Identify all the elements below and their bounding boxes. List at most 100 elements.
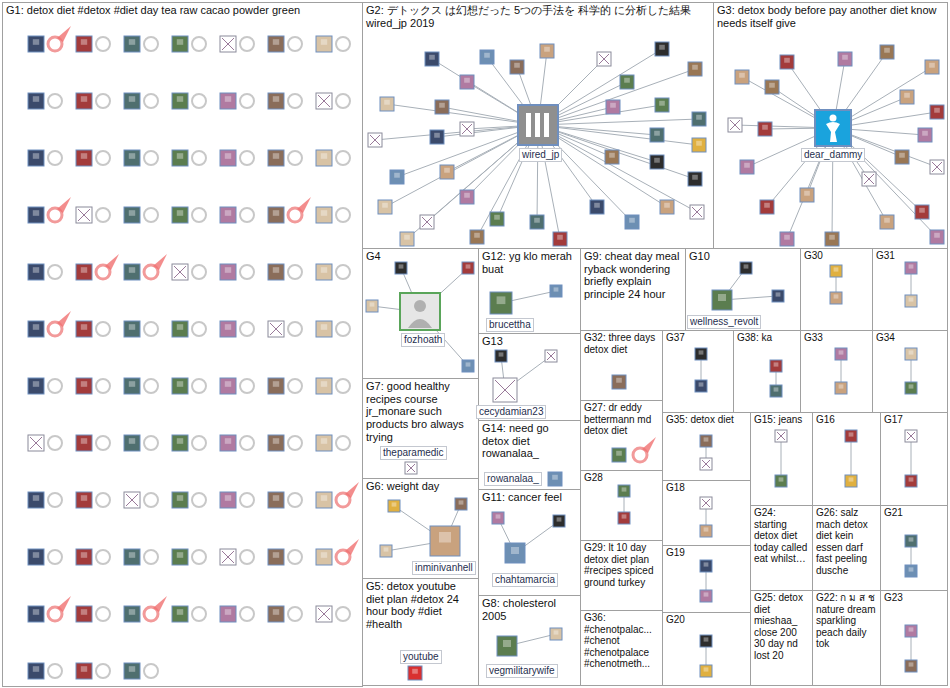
avatar-frame [620, 75, 634, 89]
avatar-face [33, 39, 39, 45]
avatar-face [177, 495, 183, 501]
avatar-frame [495, 350, 507, 362]
avatar-frame [268, 264, 284, 280]
self-loop [192, 436, 206, 450]
group-heading: G14: need go detox diet rowanalaa_ [479, 421, 580, 461]
avatar-frame [695, 348, 707, 360]
avatar-image [76, 549, 92, 565]
avatar-image [490, 212, 504, 226]
group-box: G36: #chenotpalac... #chenot #chenotpala… [580, 610, 663, 686]
avatar-face [654, 158, 660, 163]
avatar-image [590, 200, 604, 214]
avatar-frame [905, 430, 917, 442]
group-heading: G21 [881, 506, 947, 520]
self-loop [192, 379, 206, 393]
avatar-cross [222, 551, 234, 563]
avatar-frame [606, 100, 620, 114]
avatar-face [321, 267, 327, 273]
avatar-image [838, 52, 852, 66]
avatar-image [618, 485, 630, 497]
avatar-image [268, 321, 284, 337]
avatar-image [220, 93, 236, 109]
vertex-name: vegmilitarywife [489, 665, 555, 677]
avatar-frame [220, 264, 236, 280]
avatar-face [466, 264, 471, 268]
avatar-face [909, 297, 914, 301]
avatar-face [225, 609, 231, 615]
avatar-frame [930, 105, 944, 119]
avatar-image [688, 62, 702, 76]
avatar-cross [407, 464, 415, 472]
self-loop [48, 265, 62, 279]
avatar-face [594, 203, 600, 208]
avatar-frame [124, 435, 140, 451]
avatar-face [273, 267, 279, 273]
avatar-image [735, 70, 749, 84]
avatar-image [700, 635, 712, 647]
group-box: G19 [662, 545, 751, 613]
vertex-label: wellness_revolt [687, 315, 761, 329]
avatar-face [622, 514, 627, 518]
avatar-cross [270, 323, 282, 335]
self-loop [48, 94, 62, 108]
avatar-face [33, 381, 39, 387]
avatar-image [76, 378, 92, 394]
avatar-image [700, 497, 712, 509]
avatar-frame [692, 138, 706, 152]
avatar-frame [124, 378, 140, 394]
avatar-face [557, 235, 563, 240]
group-box: G27: dr eddy bettermann md detox diet [580, 400, 663, 471]
avatar-face [321, 324, 327, 330]
avatar-image [740, 160, 754, 174]
avatar-frame [510, 60, 524, 74]
avatar-face [514, 63, 520, 68]
avatar-frame [316, 321, 332, 337]
avatar-frame [480, 50, 494, 64]
avatar-frame [780, 232, 794, 246]
avatar-face [554, 630, 559, 634]
loop-arrow [57, 311, 71, 327]
edge-line [781, 436, 782, 481]
avatar-frame [700, 525, 712, 537]
group-heading: G22: ก ม ส ช nature dream sparkling peac… [813, 591, 880, 651]
self-loop [96, 607, 110, 621]
avatar-frame [28, 321, 44, 337]
avatar-face [273, 39, 279, 45]
avatar-frame [660, 200, 674, 214]
avatar-face [654, 131, 660, 136]
avatar-face [273, 153, 279, 159]
self-loop [144, 436, 158, 450]
avatar-cross [547, 352, 555, 360]
self-loop [336, 379, 350, 393]
avatar-face [884, 48, 890, 53]
avatar-image [692, 138, 706, 152]
avatar-face [33, 153, 39, 159]
avatar-face [704, 592, 709, 596]
vertex-name: dear_dammy [804, 149, 862, 161]
group-heading: G6: weight day [363, 479, 478, 494]
group-heading: G29: lt 10 day detox diet plan #recipes … [581, 541, 662, 589]
avatar-face [225, 210, 231, 216]
avatar-face [412, 669, 418, 674]
avatar-face [909, 537, 914, 541]
avatar-image [172, 492, 188, 508]
avatar-frame [220, 321, 236, 337]
avatar-frame [124, 264, 140, 280]
vertex-label: dear_dammy [801, 148, 865, 162]
edge-line [538, 119, 699, 125]
group-heading: G4 [363, 249, 478, 264]
avatar-face [81, 381, 87, 387]
avatar-image [220, 264, 236, 280]
hub-avatar [400, 293, 440, 330]
self-loop [192, 322, 206, 336]
avatar-cross [462, 124, 472, 134]
avatar-image [712, 290, 732, 310]
avatar-face [849, 477, 854, 481]
self-loop [288, 94, 302, 108]
avatar-face [909, 477, 914, 481]
avatar-image [830, 292, 842, 304]
avatar-image [695, 348, 707, 360]
avatar-face [557, 517, 562, 521]
avatar-face [692, 175, 698, 180]
avatar-image [780, 55, 794, 69]
